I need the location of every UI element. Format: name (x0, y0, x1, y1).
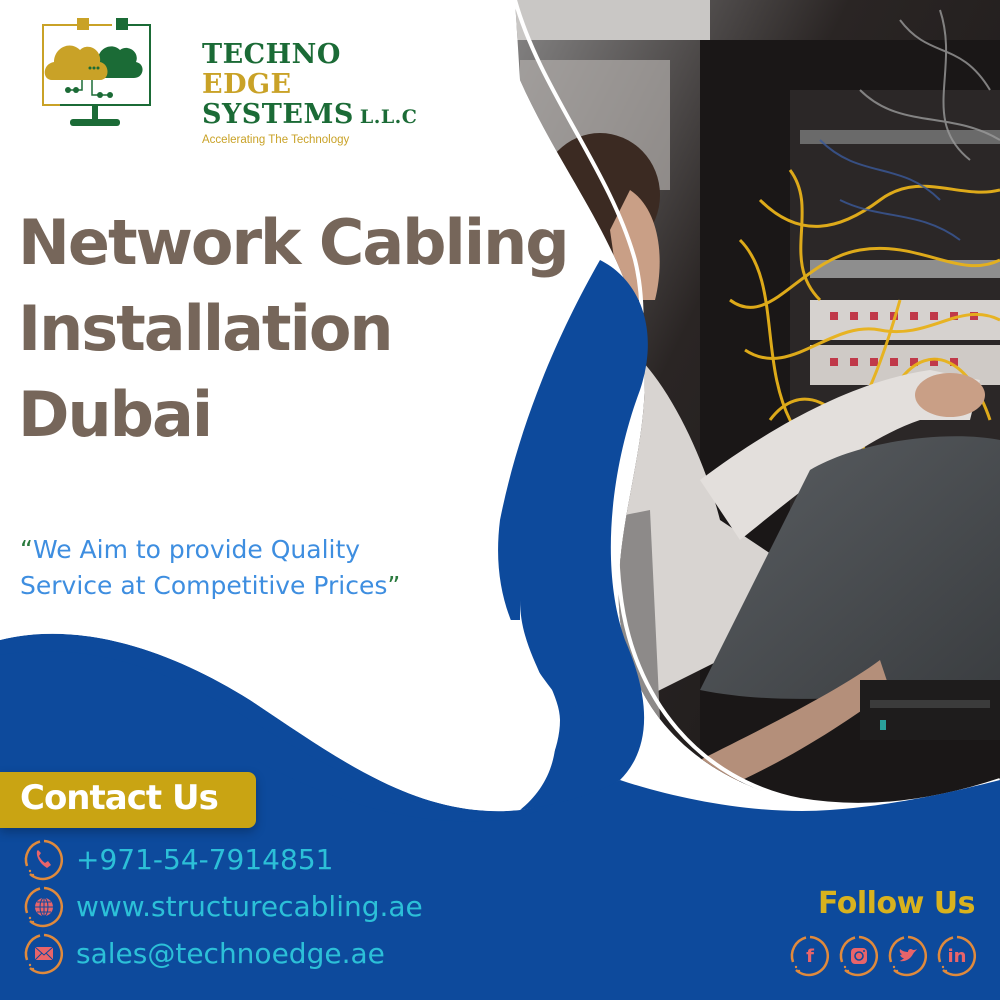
logo-line-edge: EDGE (202, 69, 292, 100)
contact-email[interactable]: sales@technoedge.ae (22, 930, 423, 977)
tagline-quote: “We Aim to provide Quality Service at Co… (20, 532, 400, 604)
tagline-line-1: “We Aim to provide Quality (20, 532, 400, 568)
instagram-icon[interactable] (837, 934, 881, 978)
contact-us-label: Contact Us (20, 778, 219, 818)
facebook-glyph: f (806, 945, 814, 967)
headline-line-3: Dubai (18, 378, 213, 451)
page-title: Network Cabling Installation Dubai (18, 200, 570, 458)
facebook-icon[interactable]: f (788, 934, 832, 978)
logo-llc: L.L.C (359, 106, 418, 128)
cloud-monitor-icon (42, 18, 151, 126)
tagline-line-2: Service at Competitive Prices” (20, 568, 400, 604)
tagline-text-1: We Aim to provide Quality (32, 535, 361, 564)
logo-tagline: Accelerating The Technology (202, 134, 350, 146)
linkedin-glyph: in (947, 945, 967, 967)
website-link[interactable]: www.structurecabling.ae (76, 890, 423, 923)
close-quote: ” (387, 571, 401, 600)
contact-phone[interactable]: +971-54-7914851 (22, 836, 423, 883)
headline-line-2: Installation (18, 292, 394, 365)
contact-list: +971-54-7914851 www.structurecabling.ae (22, 836, 423, 977)
contact-us-heading: Contact Us (0, 772, 256, 828)
phone-number[interactable]: +971-54-7914851 (76, 843, 334, 876)
open-quote: “ (20, 535, 33, 564)
mail-icon (22, 932, 66, 976)
globe-icon (22, 885, 66, 929)
logo-systems-text: SYSTEMS (202, 99, 354, 130)
social-links: f in (788, 934, 979, 978)
tagline-text-2: Service at Competitive Prices (20, 571, 388, 600)
logo-line-techno: TECHNO (202, 39, 341, 70)
headline-line-1: Network Cabling (18, 206, 570, 279)
phone-icon (22, 838, 66, 882)
linkedin-icon[interactable]: in (935, 934, 979, 978)
follow-us-heading: Follow Us (818, 886, 975, 921)
twitter-icon[interactable] (886, 934, 930, 978)
contact-website[interactable]: www.structurecabling.ae (22, 883, 423, 930)
email-link[interactable]: sales@technoedge.ae (76, 937, 385, 970)
